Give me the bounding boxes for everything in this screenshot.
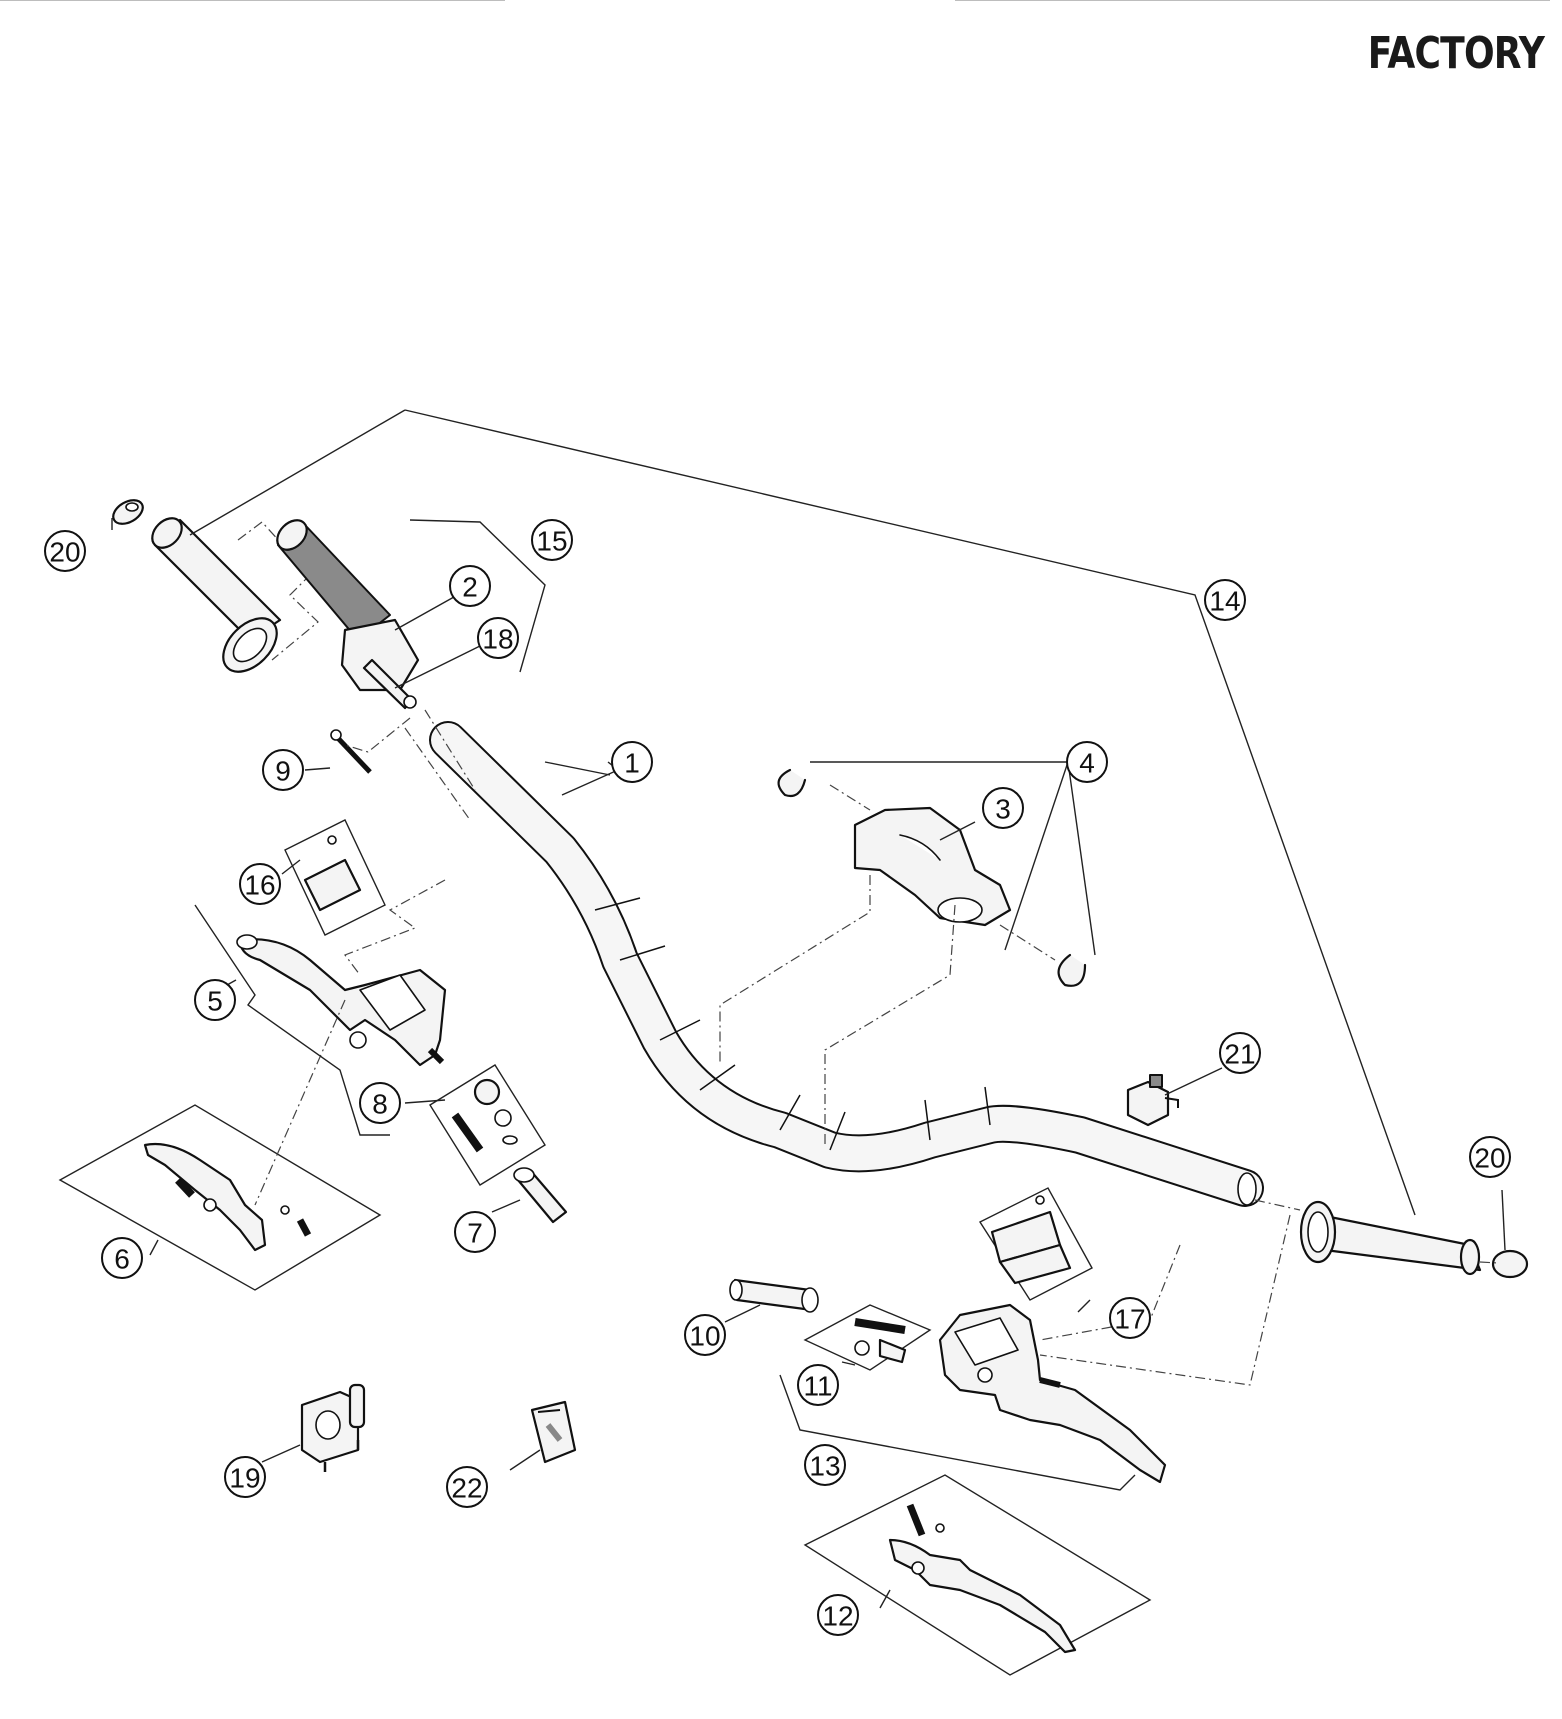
callout-11: 11 [797,1364,839,1406]
callout-4: 4 [1066,741,1108,783]
callout-9: 9 [262,749,304,791]
handlebar-part [429,721,1264,1207]
cable-tie-upper-part [777,768,807,798]
callout-17: 17 [1109,1297,1151,1339]
callout-6: 6 [101,1237,143,1279]
grip-dashed-outline [237,521,319,661]
svg-text:8: 8 [372,1089,388,1120]
bar-end-cap-left-part [112,499,144,525]
adjuster-sleeve-part [513,1167,568,1224]
callout-1: 1 [611,741,653,783]
left-master-cylinder-part [236,934,447,1067]
plunger-kit-part [429,1064,546,1186]
reservoir-cap-right-part [978,1187,1093,1301]
right-plunger-kit-part [803,1304,932,1371]
svg-text:14: 14 [1209,586,1240,617]
left-grip-part [151,517,282,673]
svg-text:19: 19 [229,1463,260,1494]
right-adjuster-sleeve-part [729,1278,819,1313]
bar-end-cap-right-part [1491,1249,1529,1279]
callout-18: 18 [477,617,519,659]
reservoir-cap-left-part [284,819,386,936]
brand-label: FACTORY [1367,28,1545,79]
svg-text:17: 17 [1114,1304,1145,1335]
top-rule-left [0,0,505,1]
top-rule-right [955,0,1550,1]
svg-text:20: 20 [1474,1143,1505,1174]
callout-14: 14 [1204,579,1246,621]
callout-20-left: 20 [44,530,86,572]
svg-text:5: 5 [207,986,223,1017]
svg-text:12: 12 [822,1601,853,1632]
grease-packet-part [530,1400,577,1464]
svg-text:4: 4 [1079,748,1095,779]
svg-text:22: 22 [451,1473,482,1504]
svg-text:13: 13 [809,1451,840,1482]
pin-part [330,729,372,774]
right-lever-kit-part [803,1474,1152,1676]
assembly-dashed-lines [254,709,1499,1386]
svg-text:16: 16 [244,870,275,901]
callout-7: 7 [454,1211,496,1253]
callout-8: 8 [359,1082,401,1124]
callout-2: 2 [449,565,491,607]
svg-text:7: 7 [467,1218,483,1249]
callout-19: 19 [224,1456,266,1498]
right-grip-part [1299,1200,1482,1276]
right-master-cylinder-part [938,1303,1167,1484]
svg-text:11: 11 [803,1371,832,1402]
svg-text:6: 6 [114,1244,130,1275]
throttle-assembly-part [276,519,420,710]
callout-22: 22 [446,1466,488,1508]
left-lever-kit-part [58,1104,382,1291]
svg-text:18: 18 [482,624,513,655]
callout-5: 5 [194,979,236,1021]
top-clamp-part [853,806,1012,927]
svg-text:10: 10 [689,1321,720,1352]
callout-3: 3 [982,787,1024,829]
cable-tie-lower-part [1057,953,1087,987]
map-switch-part [300,1383,366,1472]
callout-13: 13 [804,1444,846,1486]
callout-12: 12 [817,1594,859,1636]
callout-16: 16 [239,863,281,905]
svg-text:2: 2 [462,572,478,603]
kill-switch-part [1126,1074,1179,1127]
svg-text:15: 15 [536,526,567,557]
svg-text:3: 3 [995,794,1011,825]
callout-15: 15 [531,519,573,561]
svg-text:1: 1 [624,748,640,779]
callout-10: 10 [684,1314,726,1356]
callout-21: 21 [1219,1032,1261,1074]
svg-text:20: 20 [49,537,80,568]
callout-20-right: 20 [1469,1136,1511,1178]
svg-text:21: 21 [1224,1039,1255,1070]
svg-text:9: 9 [275,756,291,787]
